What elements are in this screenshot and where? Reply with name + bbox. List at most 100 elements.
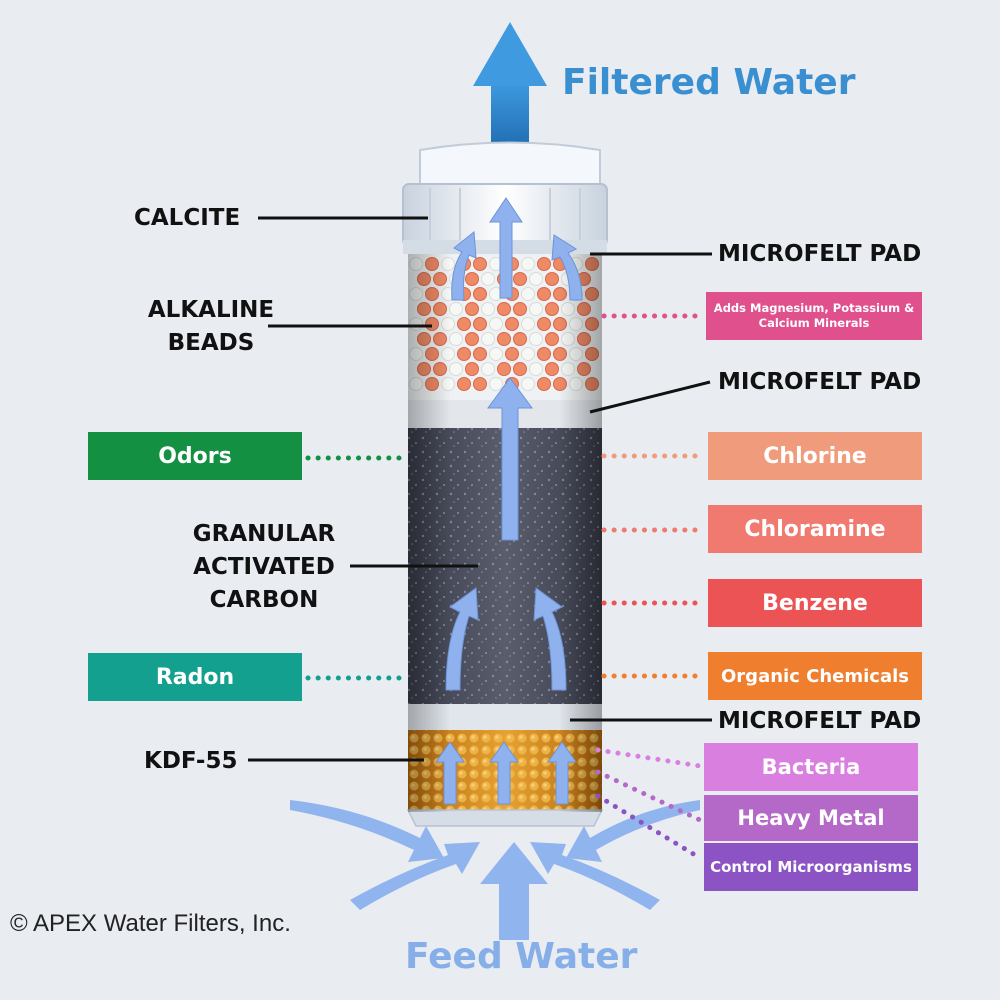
alkaline-bead-orange — [513, 272, 527, 286]
alkaline-bead-white — [409, 287, 423, 301]
alkaline-bead-orange — [585, 257, 599, 271]
alkaline-bead-orange — [425, 377, 439, 391]
alkaline-bead-orange — [417, 272, 431, 286]
alkaline-bead-orange — [465, 332, 479, 346]
alkaline-bead-white — [409, 377, 423, 391]
alkaline-bead-orange — [497, 362, 511, 376]
alkaline-bead-orange — [513, 362, 527, 376]
alkaline-bead-orange — [545, 272, 559, 286]
alkaline-bead-white — [481, 302, 495, 316]
alkaline-bead-orange — [537, 377, 551, 391]
label-granular-activated-carbon: GRANULAR ACTIVATED CARBON — [164, 518, 364, 617]
alkaline-bead-white — [449, 332, 463, 346]
feed-water-arrows — [290, 800, 700, 940]
alkaline-bead-orange — [553, 317, 567, 331]
alkaline-bead-orange — [457, 377, 471, 391]
label-microfelt-pad-bottom: MICROFELT PAD — [718, 708, 922, 734]
badge-radon: Radon — [88, 653, 302, 701]
alkaline-bead-orange — [537, 347, 551, 361]
alkaline-bead-orange — [425, 317, 439, 331]
alkaline-bead-white — [569, 347, 583, 361]
alkaline-bead-white — [481, 332, 495, 346]
alkaline-bead-orange — [417, 332, 431, 346]
dotted-connectors — [305, 313, 703, 861]
alkaline-bead-orange — [545, 362, 559, 376]
alkaline-bead-white — [521, 257, 535, 271]
leader-lines — [248, 216, 712, 762]
alkaline-bead-orange — [433, 302, 447, 316]
alkaline-bead-orange — [425, 347, 439, 361]
label-microfelt-pad-top: MICROFELT PAD — [718, 241, 922, 267]
alkaline-bead-orange — [553, 377, 567, 391]
microfelt-pad-bottom — [408, 704, 602, 732]
badge-chlorine: Chlorine — [708, 432, 922, 480]
alkaline-bead-orange — [497, 332, 511, 346]
alkaline-bead-white — [521, 317, 535, 331]
badge-benzene: Benzene — [708, 579, 922, 627]
alkaline-bead-orange — [465, 272, 479, 286]
alkaline-bead-white — [521, 287, 535, 301]
badge-bacteria: Bacteria — [704, 743, 918, 791]
alkaline-bead-orange — [577, 362, 591, 376]
alkaline-bead-white — [529, 272, 543, 286]
alkaline-bead-orange — [577, 332, 591, 346]
alkaline-bead-orange — [425, 257, 439, 271]
badge-minerals: Adds Magnesium, Potassium & Calcium Mine… — [706, 292, 922, 340]
alkaline-bead-white — [529, 332, 543, 346]
alkaline-bead-white — [409, 347, 423, 361]
alkaline-bead-orange — [545, 332, 559, 346]
alkaline-bead-orange — [585, 377, 599, 391]
alkaline-bead-white — [489, 347, 503, 361]
alkaline-bead-orange — [425, 287, 439, 301]
alkaline-bead-white — [529, 302, 543, 316]
alkaline-bead-orange — [473, 317, 487, 331]
badge-organic-chemicals: Organic Chemicals — [708, 652, 922, 700]
label-carbon-line2: ACTIVATED — [193, 554, 335, 580]
alkaline-bead-white — [489, 317, 503, 331]
filtered-water-title: Filtered Water — [562, 62, 856, 103]
alkaline-bead-orange — [473, 347, 487, 361]
alkaline-bead-white — [561, 362, 575, 376]
alkaline-bead-orange — [417, 362, 431, 376]
alkaline-bead-white — [521, 347, 535, 361]
label-alkaline-beads-line1: ALKALINE — [147, 297, 275, 323]
alkaline-bead-orange — [553, 287, 567, 301]
alkaline-bead-white — [449, 302, 463, 316]
alkaline-bead-white — [441, 257, 455, 271]
feed-water-title: Feed Water — [405, 936, 638, 977]
alkaline-bead-orange — [417, 302, 431, 316]
label-calcite: CALCITE — [134, 205, 241, 231]
alkaline-bead-orange — [433, 362, 447, 376]
alkaline-bead-white — [441, 317, 455, 331]
alkaline-bead-orange — [457, 347, 471, 361]
alkaline-bead-orange — [473, 377, 487, 391]
alkaline-bead-orange — [585, 317, 599, 331]
alkaline-bead-orange — [537, 287, 551, 301]
alkaline-bead-orange — [545, 302, 559, 316]
copyright-notice: © APEX Water Filters, Inc. — [10, 910, 291, 937]
alkaline-bead-orange — [537, 317, 551, 331]
badge-chloramine: Chloramine — [708, 505, 922, 553]
alkaline-bead-white — [521, 377, 535, 391]
alkaline-bead-orange — [513, 302, 527, 316]
alkaline-bead-white — [481, 272, 495, 286]
badge-heavy-metal: Heavy Metal — [704, 795, 918, 841]
label-carbon-line3: CARBON — [209, 587, 319, 613]
alkaline-bead-white — [561, 302, 575, 316]
badge-odors: Odors — [88, 432, 302, 480]
filter-base — [406, 809, 604, 827]
alkaline-bead-orange — [465, 302, 479, 316]
alkaline-bead-white — [409, 317, 423, 331]
alkaline-bead-orange — [497, 302, 511, 316]
alkaline-bead-white — [561, 332, 575, 346]
alkaline-bead-orange — [537, 257, 551, 271]
alkaline-bead-orange — [505, 347, 519, 361]
alkaline-bead-white — [569, 377, 583, 391]
alkaline-bead-orange — [513, 332, 527, 346]
alkaline-bead-orange — [433, 272, 447, 286]
alkaline-bead-orange — [505, 317, 519, 331]
alkaline-bead-orange — [433, 332, 447, 346]
flow-arrows — [435, 197, 583, 805]
label-alkaline-beads-line2: BEADS — [167, 330, 255, 356]
alkaline-bead-orange — [585, 347, 599, 361]
